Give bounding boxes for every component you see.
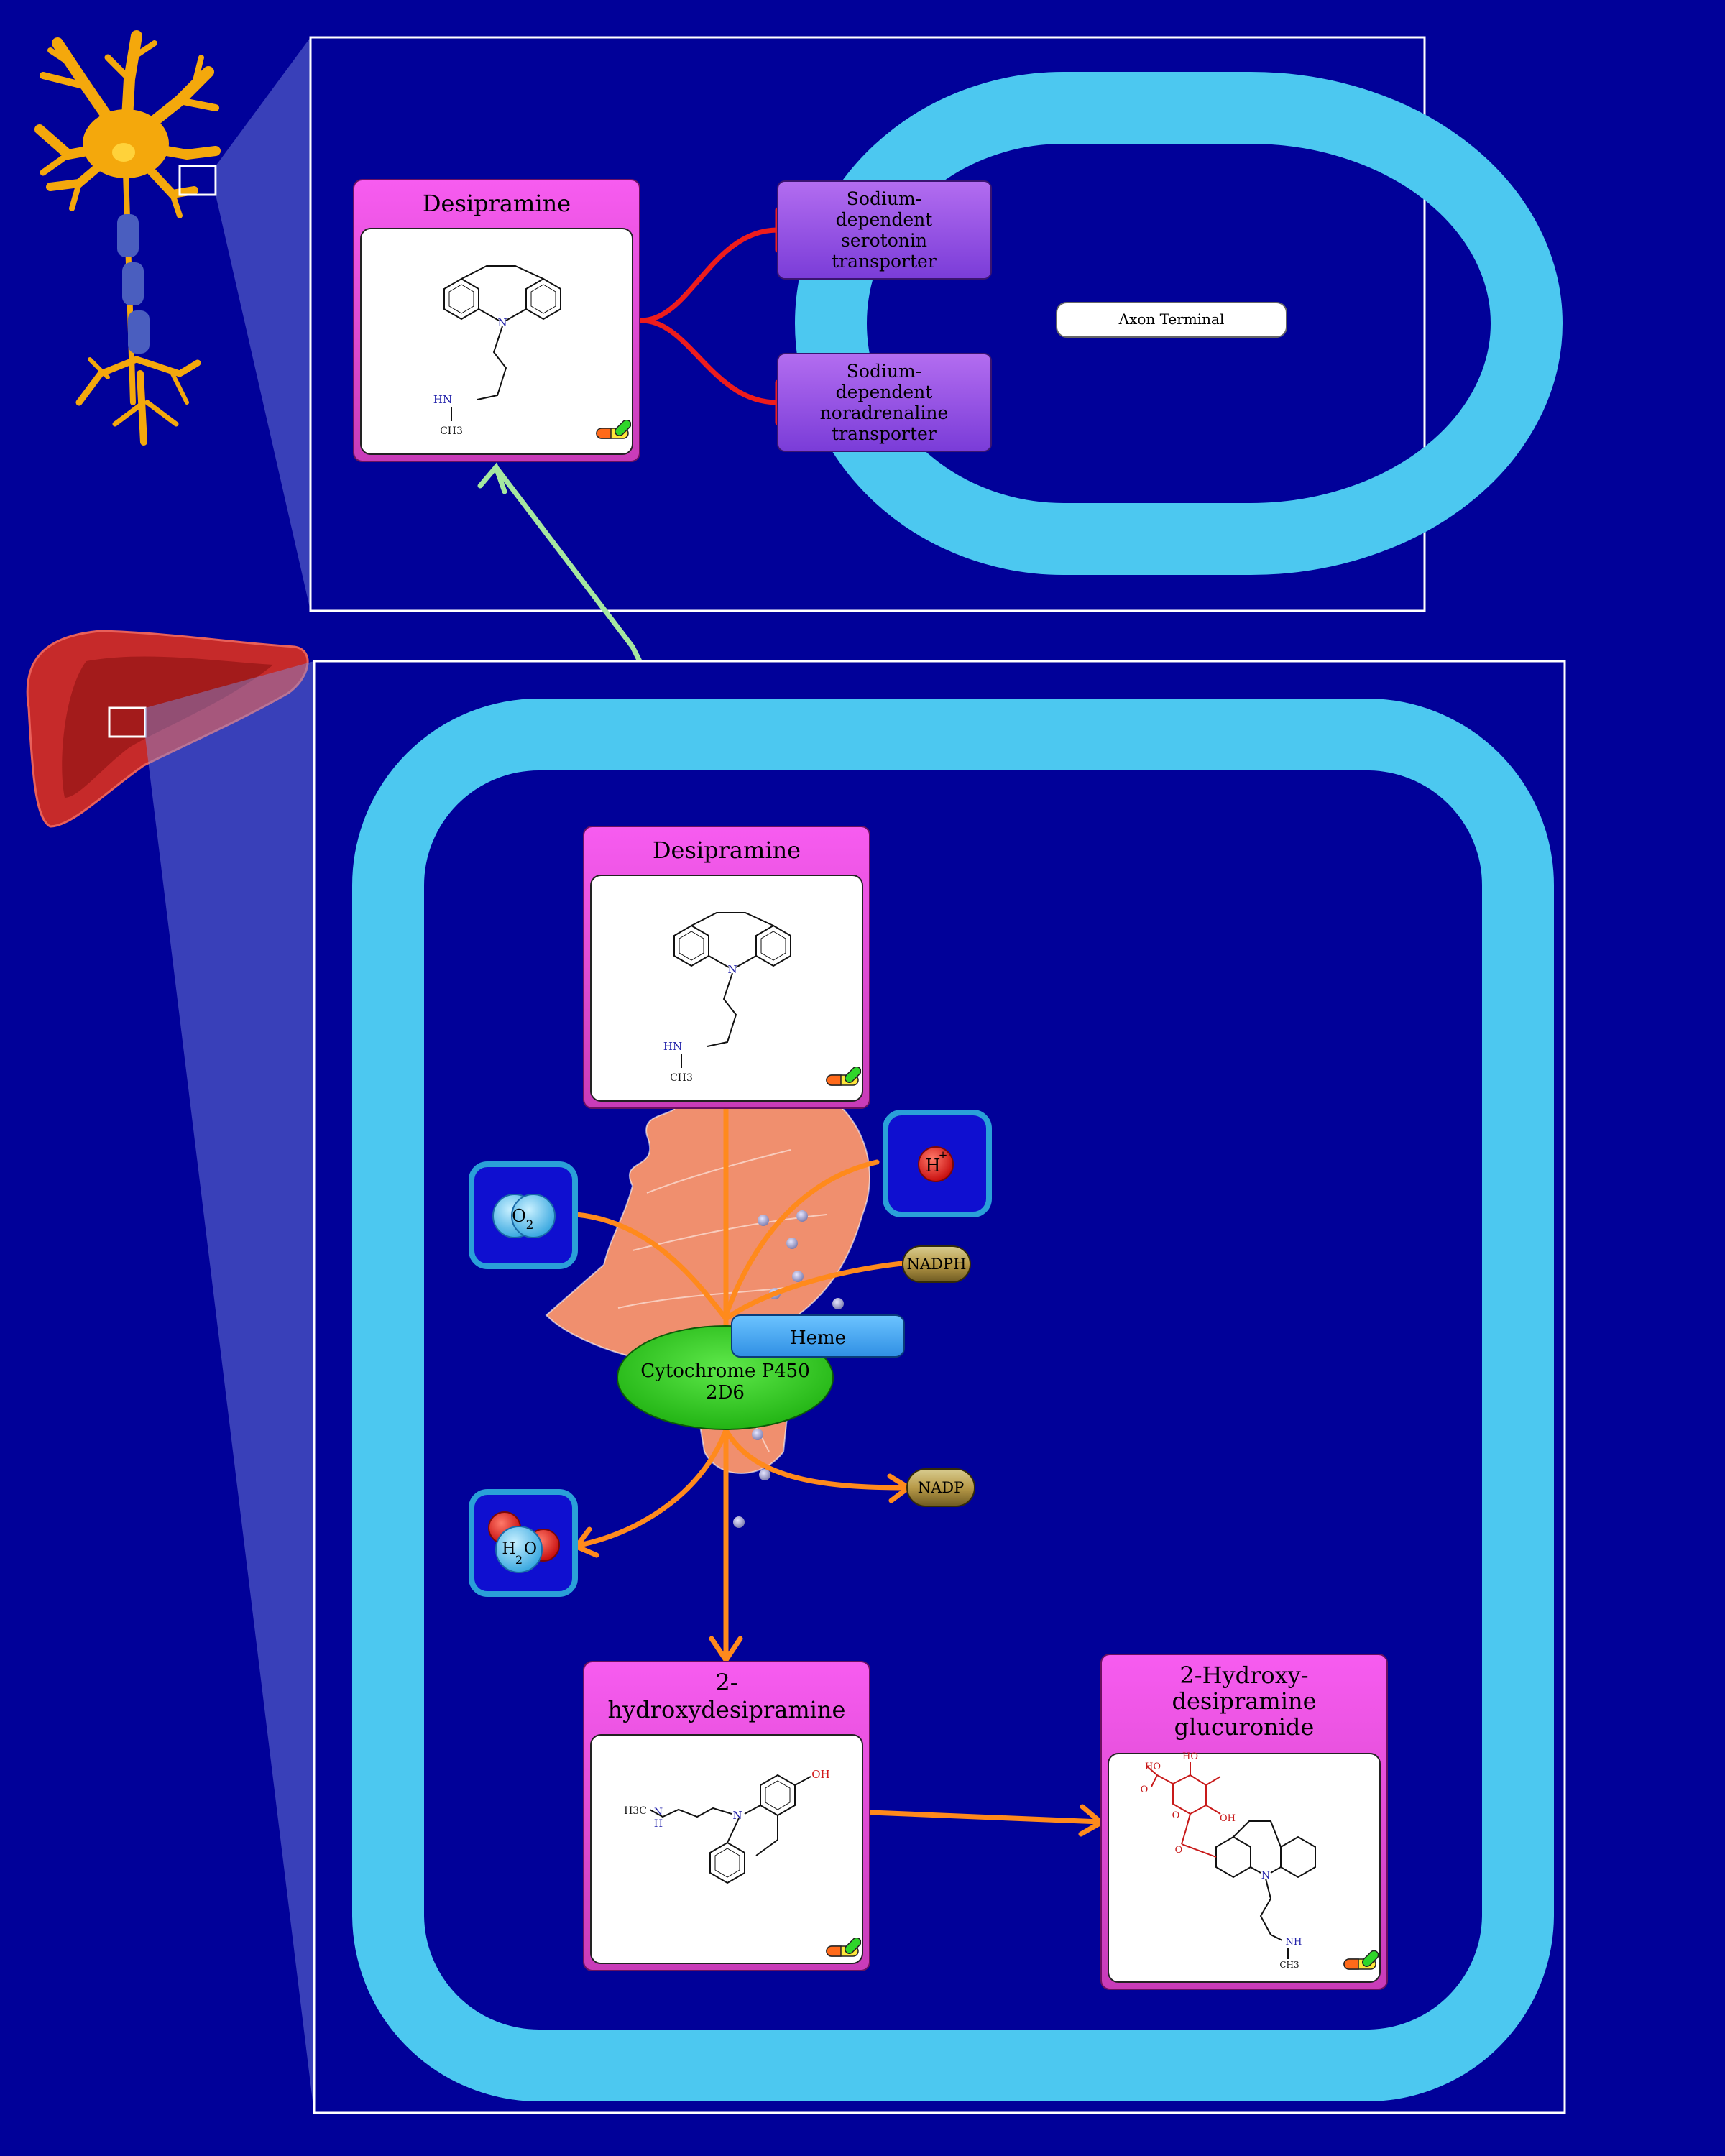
axon-terminal-label-box (1056, 302, 1287, 338)
enzyme-label-line: 2D6 (706, 1382, 745, 1404)
heme-cofactor[interactable]: Heme (731, 1314, 905, 1358)
nadph-pill[interactable]: NADPH (902, 1245, 971, 1283)
transporter-label-line: noradrenaline (820, 402, 949, 423)
metabolite-name-line: glucuronide (1174, 1713, 1315, 1741)
enzyme-label-line: Cytochrome P450 (640, 1360, 810, 1382)
o2-subscript: 2 (526, 1218, 534, 1233)
atom-nh: NH (1286, 1937, 1302, 1948)
water-label-sub: 2 (515, 1553, 523, 1567)
h-plus-label: H (926, 1156, 941, 1176)
atom-nh-h: H (654, 1818, 663, 1830)
water-label-h: H (502, 1540, 515, 1558)
water-label-o: O (524, 1540, 537, 1558)
transporter-label-line: Sodium- (847, 188, 921, 209)
desipramine-structure (673, 912, 791, 1047)
atom-hn: HN (663, 1040, 682, 1053)
atom-ho-2: HO (1145, 1761, 1161, 1772)
neuron-icon (34, 30, 221, 446)
atom-oh: OH (811, 1768, 829, 1781)
desipramine-neuron-card[interactable]: Desipramine N HN CH3 (353, 179, 640, 462)
zoom-cone-liver (145, 661, 314, 2113)
metabolite-name-line: hydroxydesipramine (608, 1696, 846, 1723)
glucuronide-structure (1146, 1762, 1316, 1959)
atom-ch3: CH3 (1279, 1960, 1299, 1970)
axon-terminal-label: Axon Terminal (1118, 310, 1225, 328)
atom-nh-n: N (654, 1807, 663, 1818)
atom-ch3: CH3 (440, 425, 463, 437)
glucuronide-card[interactable]: 2-Hydroxy- desipramine glucuronide HO HO… (1100, 1654, 1388, 1990)
transporter-serotonin[interactable]: Sodium- dependent serotonin transporter (777, 180, 992, 280)
transporter-label-line: transporter (832, 251, 937, 272)
atom-o-3: O (1175, 1845, 1183, 1856)
atom-o-2: O (1172, 1810, 1180, 1821)
hydroxydesipramine-card[interactable]: 2- hydroxydesipramine OH N H3C N H (583, 1661, 870, 1971)
transporter-label-line: serotonin (841, 230, 927, 251)
heme-label: Heme (790, 1327, 846, 1349)
transporter-label-line: transporter (832, 423, 937, 444)
nadp-pill[interactable]: NADP (906, 1468, 975, 1507)
drug-name: Desipramine (423, 190, 571, 217)
atom-ch3: CH3 (670, 1072, 693, 1084)
atom-n: N (732, 1809, 742, 1822)
transporter-label-line: dependent (836, 382, 933, 402)
hepatocyte-membrane (352, 699, 1554, 2101)
oxygen-molecule[interactable]: O 2 (469, 1161, 578, 1269)
reaction-arrows (572, 1104, 1106, 1837)
atom-h3c: H3C (624, 1805, 647, 1817)
atom-hn: HN (433, 393, 452, 406)
nadp-label: NADP (918, 1479, 965, 1496)
water-molecule[interactable]: H 2 O (469, 1489, 578, 1597)
atom-n: N (497, 316, 507, 329)
h-plus-superscript: + (939, 1148, 948, 1161)
nadph-label: NADPH (907, 1256, 967, 1273)
atom-o-1: O (1141, 1784, 1149, 1795)
liver-icon (26, 630, 309, 828)
atom-oh: OH (1220, 1813, 1236, 1824)
metabolite-name-line: 2- (715, 1669, 737, 1696)
drug-name: Desipramine (653, 837, 801, 864)
proton[interactable]: H + (883, 1110, 992, 1217)
hydroxydesipramine-structure (649, 1774, 811, 1884)
transporter-label-line: dependent (836, 209, 933, 230)
metabolite-name-line: 2-Hydroxy- (1179, 1662, 1308, 1689)
transporter-label-line: Sodium- (847, 361, 921, 382)
zoom-cone-neuron (216, 37, 310, 611)
o2-label: O (512, 1206, 526, 1226)
atom-n: N (727, 963, 737, 976)
atom-n: N (1261, 1870, 1270, 1881)
desipramine-liver-card[interactable]: Desipramine N HN CH3 (583, 826, 870, 1109)
transporter-noradrenaline[interactable]: Sodium- dependent noradrenaline transpor… (777, 353, 992, 452)
desipramine-structure (443, 265, 561, 400)
metabolite-name-line: desipramine (1172, 1687, 1316, 1715)
atom-ho-1: HO (1182, 1751, 1198, 1762)
